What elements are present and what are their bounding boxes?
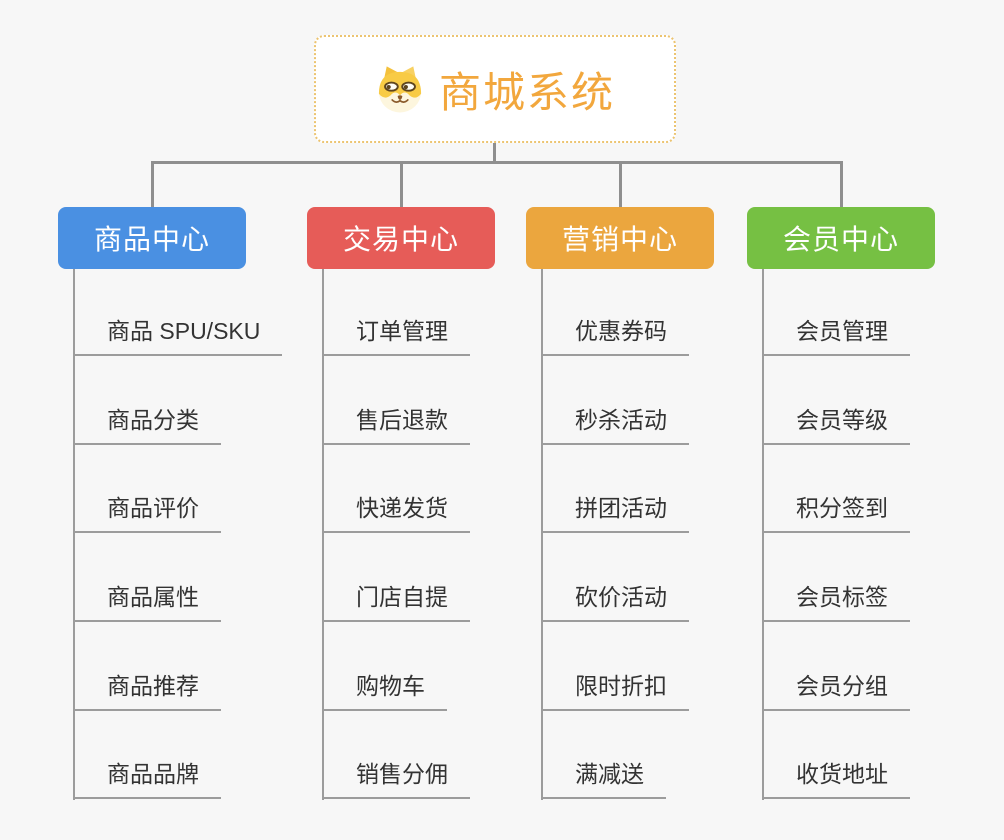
branch-spine [541,269,543,800]
branch-node-3[interactable]: 会员中心 [747,207,935,269]
root-node[interactable]: 商城系统 [314,35,676,143]
child-node[interactable]: 商品属性 [73,585,221,622]
child-node[interactable]: 满减送 [541,762,666,799]
branch-node-2[interactable]: 营销中心 [526,207,714,269]
root-title: 商城系统 [438,68,615,116]
connector-line [150,161,843,164]
child-node[interactable]: 积分签到 [762,496,910,533]
branch-spine [322,269,324,800]
child-node[interactable]: 订单管理 [322,319,470,356]
branch-spine [762,269,764,800]
child-node[interactable]: 会员管理 [762,319,910,356]
branch-spine [73,269,75,800]
child-node[interactable]: 门店自提 [322,585,470,622]
branch-node-1[interactable]: 交易中心 [307,207,495,269]
child-node[interactable]: 商品推荐 [73,674,221,711]
branch-node-0[interactable]: 商品中心 [58,207,246,269]
child-node[interactable]: 销售分佣 [322,762,470,799]
child-node[interactable]: 秒杀活动 [541,408,689,445]
child-node[interactable]: 收货地址 [762,762,910,799]
child-node[interactable]: 商品品牌 [73,762,221,799]
connector-line [150,164,154,207]
child-node[interactable]: 售后退款 [322,408,470,445]
child-node[interactable]: 限时折扣 [541,674,689,711]
child-node[interactable]: 会员标签 [762,585,910,622]
child-node[interactable]: 砍价活动 [541,585,689,622]
connector-line [399,164,403,207]
child-node[interactable]: 商品分类 [73,408,221,445]
child-node[interactable]: 购物车 [322,674,447,711]
connector-line [493,141,496,161]
connector-line [839,164,843,207]
connector-line [618,164,622,207]
child-node[interactable]: 会员等级 [762,408,910,445]
child-node[interactable]: 拼团活动 [541,496,689,533]
child-node[interactable]: 会员分组 [762,674,910,711]
child-node[interactable]: 商品 SPU/SKU [73,319,283,356]
child-node[interactable]: 商品评价 [73,496,221,533]
child-node[interactable]: 优惠券码 [541,319,689,356]
dog-face-icon [378,66,422,113]
child-node[interactable]: 快递发货 [322,496,470,533]
